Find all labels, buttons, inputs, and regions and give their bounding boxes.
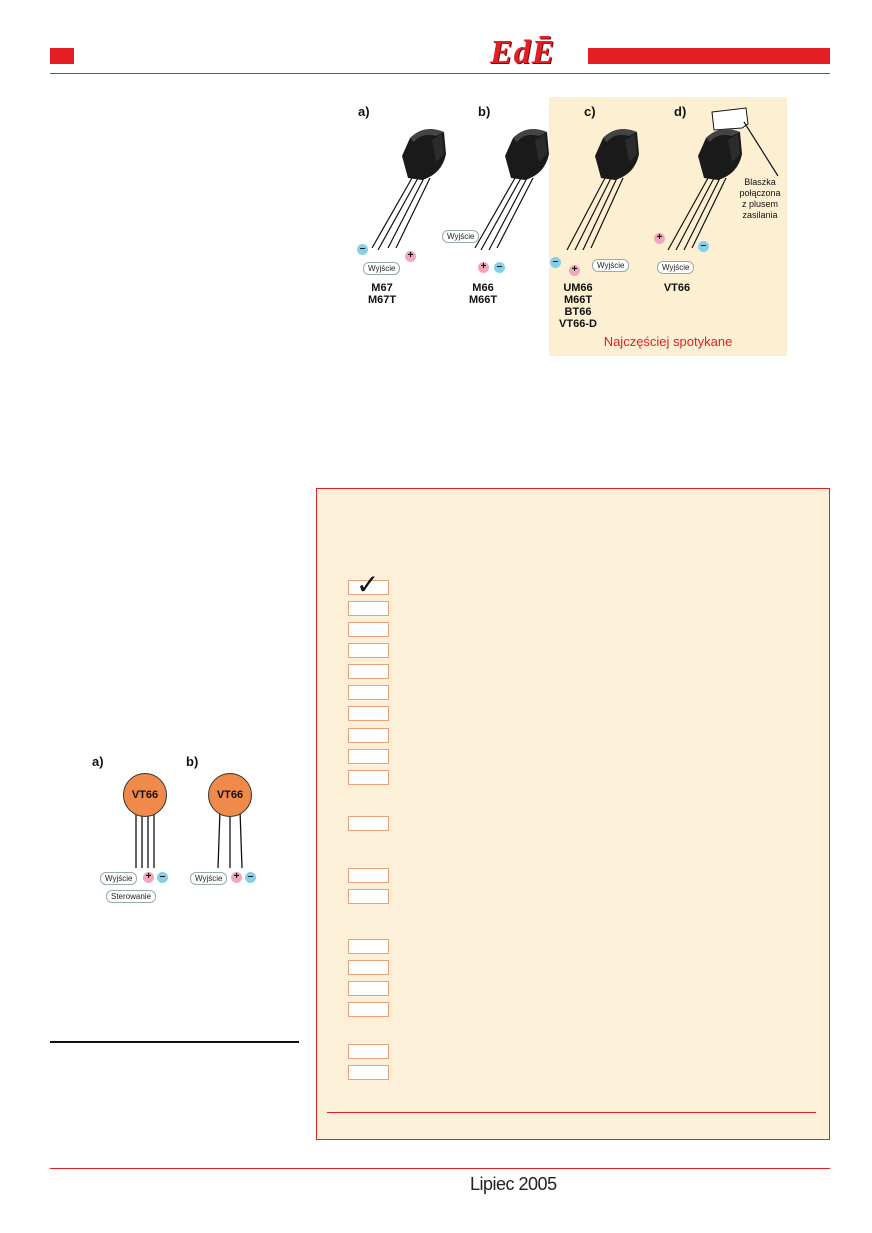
vt66-chip-b: VT66: [208, 773, 252, 817]
output-pill-c: Wyjście: [592, 259, 630, 272]
checklist-checkbox[interactable]: [348, 601, 389, 616]
tab-connected-note: Blaszka połączona z plusem zasilania: [739, 177, 781, 220]
variant-b-label: b): [478, 104, 491, 119]
models-d: VT66: [663, 282, 691, 294]
chip-variant-a-label: a): [92, 754, 104, 769]
chip-control-pill-a: Sterowanie: [106, 890, 157, 903]
variant-c-label: c): [584, 104, 596, 119]
checklist-checkbox[interactable]: [348, 1065, 389, 1080]
header-red-block-left: [50, 48, 74, 64]
checklist-checkbox[interactable]: [348, 868, 389, 883]
output-pill-a: Wyjście: [363, 262, 401, 275]
plus-marker-d: +: [654, 233, 665, 244]
checklist-checkbox[interactable]: [348, 1044, 389, 1059]
output-pill-b: Wyjście: [442, 230, 480, 243]
most-common-caption: Najczęściej spotykane: [603, 334, 733, 349]
checklist-checkbox[interactable]: [348, 960, 389, 975]
checklist-checkbox[interactable]: [348, 816, 389, 831]
chip-plus-marker-a: +: [143, 872, 154, 883]
checklist-checkbox[interactable]: [348, 728, 389, 743]
most-common-panel: [549, 97, 787, 356]
checklist-checkbox[interactable]: [348, 685, 389, 700]
checklist-checkbox[interactable]: [348, 939, 389, 954]
ede-logo: EdĒ: [490, 34, 556, 71]
output-pill-d: Wyjście: [657, 261, 695, 274]
chip-output-pill-b: Wyjście: [190, 872, 228, 885]
plus-marker-c: +: [569, 265, 580, 276]
vt66-chip-a: VT66: [123, 773, 167, 817]
checklist-checkbox[interactable]: [348, 889, 389, 904]
checklist-checkbox[interactable]: [348, 981, 389, 996]
minus-marker-c: –: [550, 257, 561, 268]
minus-marker-a: –: [357, 244, 368, 255]
checklist-checkbox[interactable]: [348, 643, 389, 658]
checklist-checkbox[interactable]: [348, 706, 389, 721]
chip-minus-marker-a: –: [157, 872, 168, 883]
issue-date: Lipiec 2005: [470, 1174, 557, 1194]
chip-variant-b-label: b): [186, 754, 199, 769]
package-b: [474, 129, 549, 251]
minus-marker-d: –: [698, 241, 709, 252]
checklist-checkbox[interactable]: [348, 749, 389, 764]
checklist-checkbox[interactable]: [348, 1002, 389, 1017]
header-red-block-right: [588, 48, 830, 64]
models-c: UM66 M66T BT66 VT66-D: [559, 282, 597, 330]
variant-d-label: d): [674, 104, 687, 119]
package-c: [566, 129, 639, 251]
checklist-checkbox[interactable]: [348, 622, 389, 637]
package-a: [371, 129, 446, 251]
models-b: M66 M66T: [468, 282, 498, 306]
variant-a-label: a): [358, 104, 370, 119]
checklist-checkbox[interactable]: [348, 770, 389, 785]
checklist-box: [316, 488, 830, 1140]
header-rule: [50, 73, 830, 74]
plus-marker-b: +: [478, 262, 489, 273]
chip-minus-marker-b: –: [245, 872, 256, 883]
minus-marker-b: –: [494, 262, 505, 273]
checklist-checkbox[interactable]: [348, 580, 389, 595]
plus-marker-a: +: [405, 251, 416, 262]
package-d: [667, 107, 779, 251]
footer-rule: [50, 1168, 830, 1169]
check-mark-icon: ✓: [356, 569, 380, 600]
package-pinout-figure: [371, 107, 779, 251]
chip-output-pill-a: Wyjście: [100, 872, 138, 885]
checklist-checkbox[interactable]: [348, 664, 389, 679]
chip-leads: [135, 809, 243, 869]
chip-plus-marker-b: +: [231, 872, 242, 883]
left-column-rule: [50, 1041, 299, 1043]
models-a: M67 M67T: [367, 282, 397, 306]
checklist-bottom-rule: [327, 1112, 816, 1113]
